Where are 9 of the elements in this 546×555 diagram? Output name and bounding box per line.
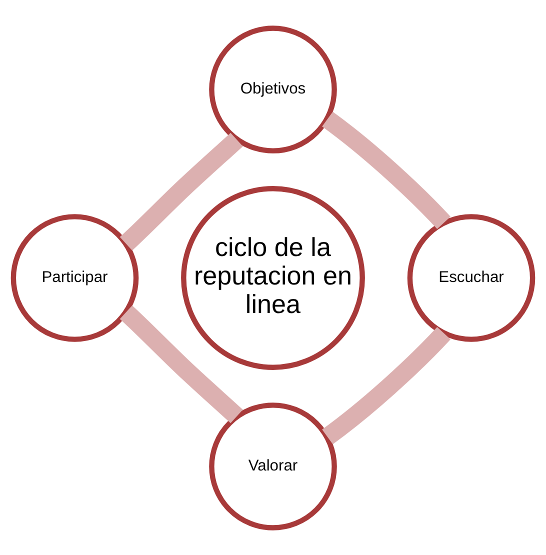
connector (120, 305, 243, 423)
node-circle: Objetivos (209, 25, 337, 153)
connector (120, 132, 243, 250)
connector (322, 326, 451, 444)
node-circle: ciclo de la reputacion en linea (181, 186, 365, 370)
connector (322, 111, 451, 229)
node-circle: Escuchar (407, 214, 536, 342)
node-circle: Valorar (209, 402, 337, 530)
node-circle: Participar (10, 214, 139, 342)
